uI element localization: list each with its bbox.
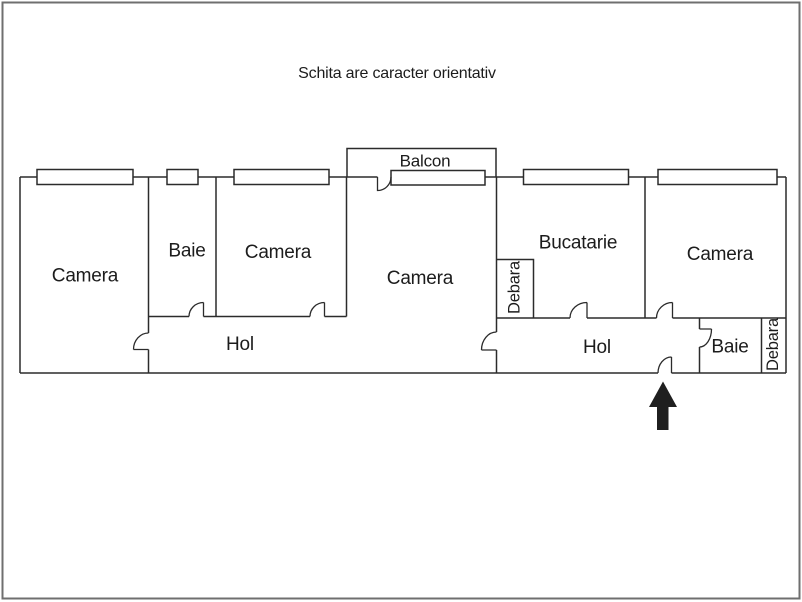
label-debara-right: Debara bbox=[764, 317, 782, 371]
window-camera-second bbox=[233, 168, 330, 186]
door-entrance bbox=[657, 356, 673, 374]
window-camera-right bbox=[657, 168, 778, 186]
label-bucatarie: Bucatarie bbox=[539, 233, 617, 254]
door-camera-center bbox=[480, 331, 497, 351]
door-balcon bbox=[376, 176, 392, 192]
door-camera-second bbox=[309, 301, 326, 317]
label-camera-second: Camera bbox=[245, 242, 312, 263]
label-debara-center: Debara bbox=[506, 260, 524, 314]
walls-horizontal bbox=[148, 315, 786, 319]
walls-vertical bbox=[147, 177, 763, 373]
plan-title: Schita are caracter orientativ bbox=[298, 65, 496, 82]
label-hol-right: Hol bbox=[583, 337, 611, 358]
door-baie-right bbox=[699, 328, 713, 348]
door-bucatarie bbox=[569, 301, 588, 319]
label-camera-right: Camera bbox=[687, 244, 754, 265]
doors-group bbox=[132, 176, 713, 374]
window-baie-left bbox=[166, 168, 199, 186]
label-balcon: Balcon bbox=[400, 152, 451, 171]
door-camera-left bbox=[132, 332, 149, 351]
label-hol-left: Hol bbox=[226, 334, 254, 355]
entrance-arrow-icon bbox=[649, 381, 677, 430]
balcony-outline bbox=[346, 147, 497, 177]
window-balcon bbox=[390, 169, 486, 186]
label-camera-center: Camera bbox=[387, 268, 454, 289]
label-camera-left: Camera bbox=[52, 266, 119, 287]
label-baie-left: Baie bbox=[168, 241, 205, 262]
label-baie-right: Baie bbox=[711, 337, 748, 358]
window-bucatarie bbox=[522, 168, 630, 186]
windows-group bbox=[36, 168, 778, 186]
window-camera-left bbox=[36, 168, 134, 186]
labels-group: Schita are caracter orientativ Balcon Ca… bbox=[52, 65, 782, 371]
door-camera-right bbox=[655, 301, 674, 319]
debara-center-outline bbox=[496, 258, 535, 318]
door-baie-left bbox=[188, 301, 205, 317]
